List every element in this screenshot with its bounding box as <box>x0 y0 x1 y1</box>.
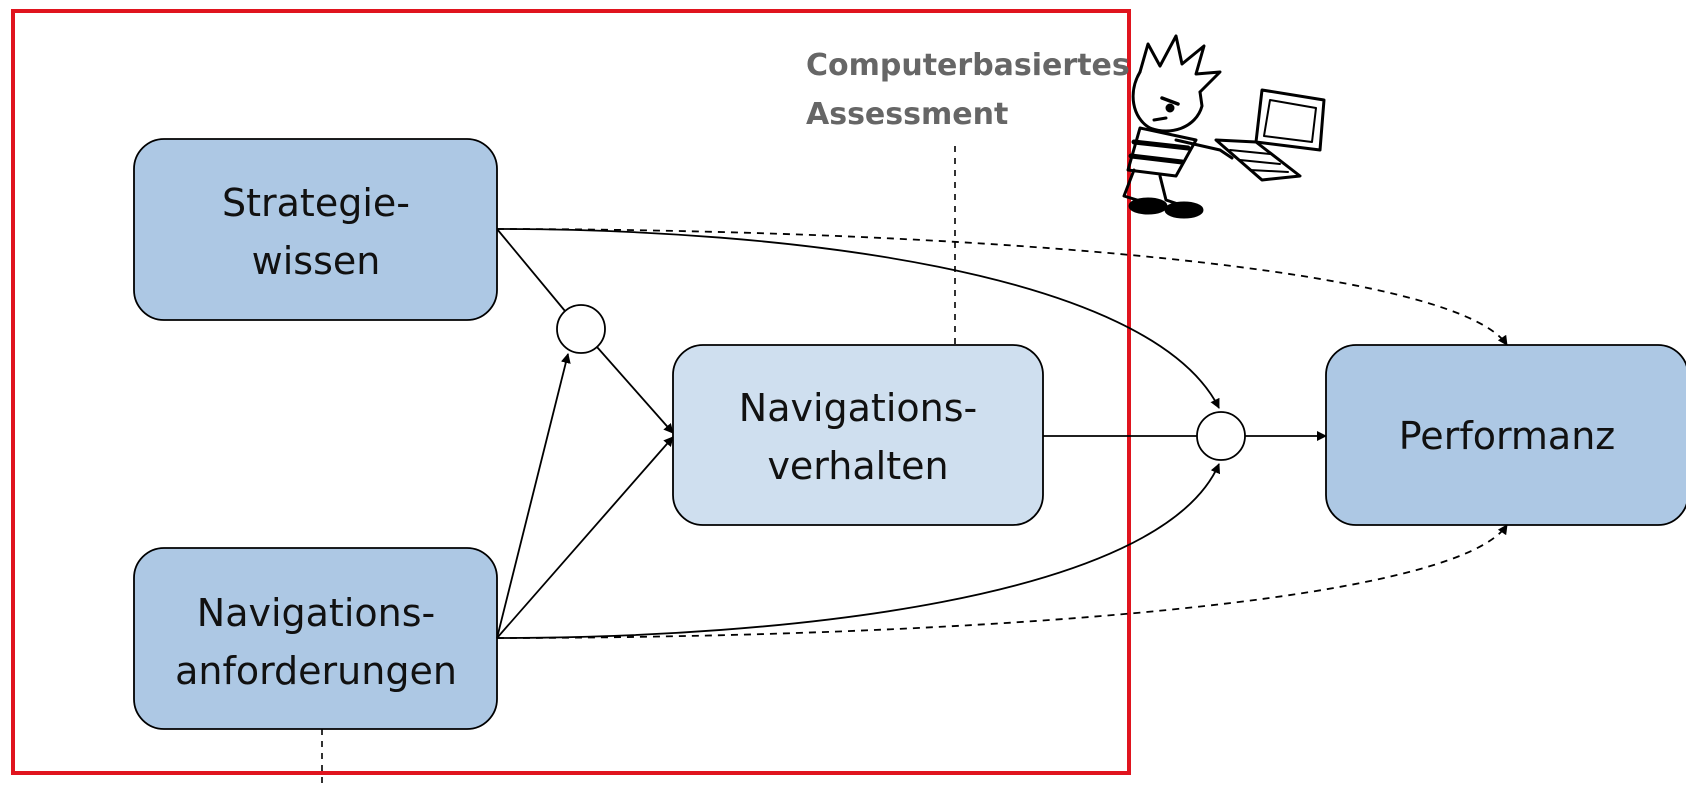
node-navigationsanforderungen: Navigations- anforderungen <box>133 547 498 730</box>
edge-strategie-to-circle-right <box>496 228 1220 409</box>
edge-anforderungen-to-performanz-dashed <box>496 524 1508 639</box>
edge-strategie-to-performanz-dashed <box>496 228 1508 346</box>
node-performanz-label: Performanz <box>1399 414 1615 458</box>
interaction-circle-right <box>1196 411 1246 461</box>
edge-anforderungen-to-circle-left <box>496 353 571 639</box>
interaction-circle-left <box>556 304 606 354</box>
node-navigationsverhalten: Navigations- verhalten <box>672 344 1044 526</box>
edge-circle-left-to-verhalten <box>596 346 674 434</box>
highlight-frame <box>11 9 1131 775</box>
annotation-line2: Assessment <box>806 97 1008 132</box>
node-strategiewissen: Strategie- wissen <box>133 138 498 321</box>
node-navigationsverhalten-line2: verhalten <box>767 444 948 488</box>
node-navigationsanforderungen-line2: anforderungen <box>175 649 457 693</box>
node-performanz: Performanz <box>1325 344 1686 526</box>
edge-anforderungen-to-circle-right <box>496 463 1220 639</box>
edge-anforderungen-to-verhalten <box>496 436 674 639</box>
node-strategiewissen-line1: Strategie- <box>222 181 410 225</box>
annotation-line1: Computerbasiertes <box>806 48 1130 83</box>
boy-at-computer-icon <box>1122 34 1326 219</box>
node-strategiewissen-line2: wissen <box>252 239 381 283</box>
node-navigationsanforderungen-line1: Navigations- <box>197 591 435 635</box>
edge-strategie-to-circle-left <box>496 228 566 312</box>
node-navigationsverhalten-line1: Navigations- <box>739 386 977 430</box>
